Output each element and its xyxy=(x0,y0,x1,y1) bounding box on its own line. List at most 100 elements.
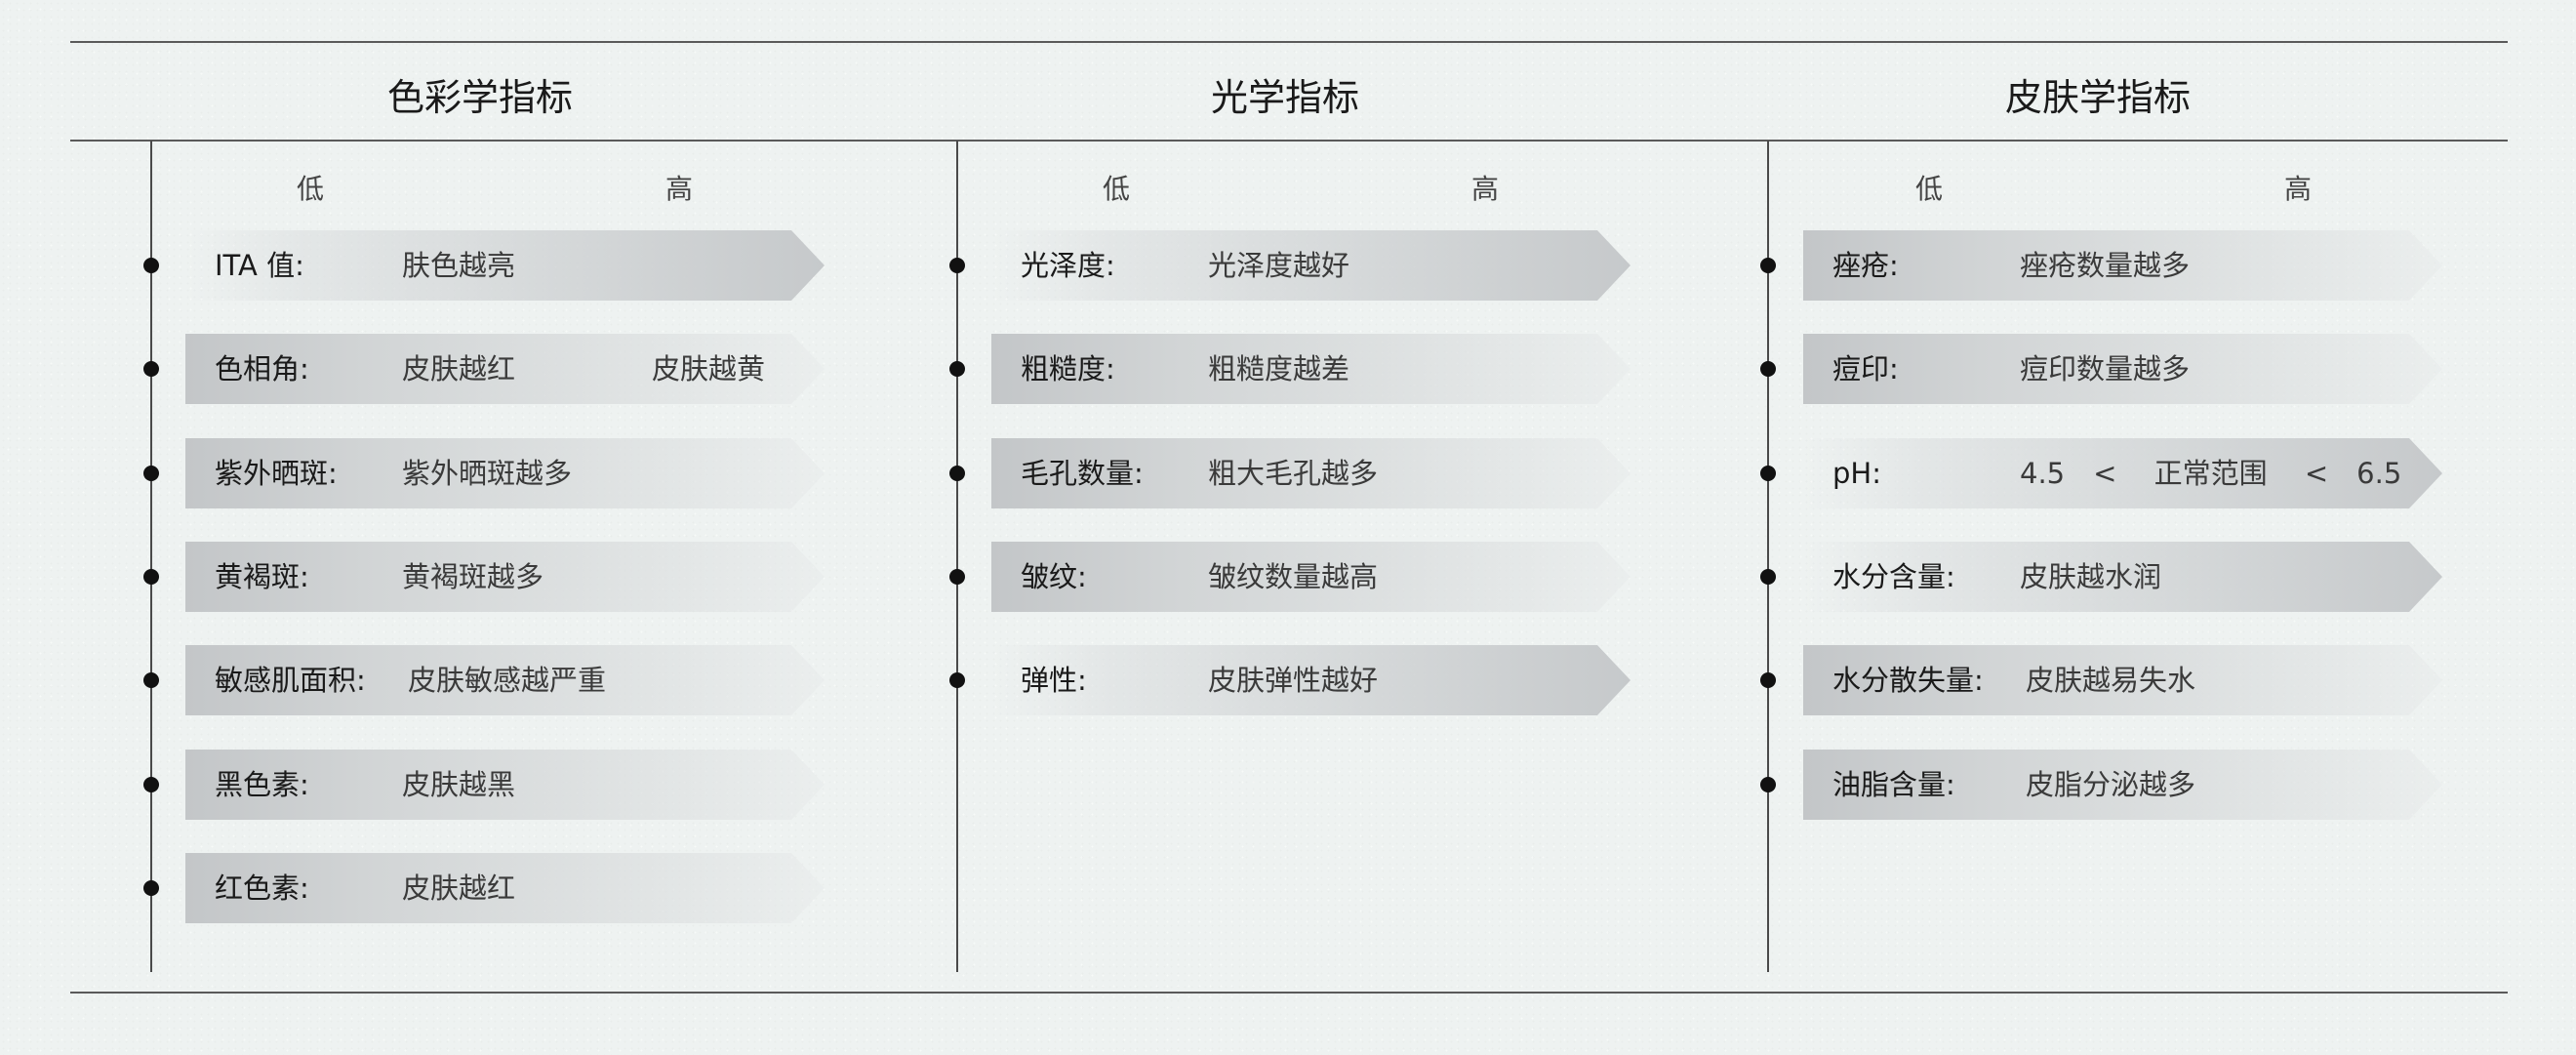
timeline-dot xyxy=(143,258,159,273)
indicator-description: 皮肤越黑 xyxy=(402,768,516,801)
indicator-description: 皮脂分泌越多 xyxy=(2026,768,2196,801)
gradient-arrow-bar xyxy=(991,438,1630,508)
timeline-dot xyxy=(1760,466,1776,481)
indicator-label: 痘印: xyxy=(1832,352,1899,385)
indicator-label: 黄褐斑: xyxy=(215,560,309,593)
gradient-arrow-bar xyxy=(1803,750,2442,820)
timeline-axis xyxy=(1767,141,1769,972)
indicator-row: 敏感肌面积: 皮肤敏感越严重 xyxy=(185,645,825,715)
column-title: 皮肤学指标 xyxy=(2004,76,2191,119)
indicator-label: pH: xyxy=(1832,457,1881,490)
gradient-arrow-bar xyxy=(991,645,1630,715)
scale-low-label: 低 xyxy=(1102,173,1131,205)
indicator-row: 油脂含量: 皮脂分泌越多 xyxy=(1803,750,2442,820)
timeline-dot xyxy=(1760,258,1776,273)
bottom-border-line xyxy=(70,992,2508,994)
indicator-row: 毛孔数量: 粗大毛孔越多 xyxy=(991,438,1630,508)
indicator-row: 皱纹:皱纹数量越高 xyxy=(991,542,1630,612)
indicator-description: 紫外晒斑越多 xyxy=(402,457,573,490)
indicator-row: 水分含量: 皮肤越水润 xyxy=(1803,542,2442,612)
top-border-line xyxy=(70,41,2508,43)
indicator-label: 毛孔数量: xyxy=(1021,457,1144,490)
indicator-description: 皮肤越水润 xyxy=(2020,560,2162,593)
gradient-arrow-bar xyxy=(1803,542,2442,612)
gradient-arrow-bar xyxy=(991,542,1630,612)
indicator-description: 粗糙度越差 xyxy=(1208,352,1350,385)
timeline-dot xyxy=(949,361,965,377)
timeline-dot xyxy=(949,466,965,481)
indicator-row: 色相角:皮肤越红皮肤越黄 xyxy=(185,334,825,404)
indicator-description: 痤疮数量越多 xyxy=(2020,249,2191,282)
timeline-dot xyxy=(143,672,159,688)
indicator-description: 皮肤敏感越严重 xyxy=(408,664,607,697)
indicator-row: 痘印: 痘印数量越多 xyxy=(1803,334,2442,404)
indicator-label: 油脂含量: xyxy=(1832,768,1955,801)
column-title: 光学指标 xyxy=(1210,76,1359,119)
gradient-arrow-bar xyxy=(185,645,825,715)
indicator-label: 水分散失量: xyxy=(1832,664,1984,697)
scale-low-label: 低 xyxy=(1914,173,1944,205)
indicator-row: 粗糙度: 粗糙度越差 xyxy=(991,334,1630,404)
indicator-row: ITA 值: 肤色越亮 xyxy=(185,230,825,301)
indicator-row: pH: 4.5 < 正常范围 < 6.5 xyxy=(1803,438,2442,508)
gradient-arrow-bar xyxy=(185,334,825,404)
gradient-arrow-bar xyxy=(1803,230,2442,301)
gradient-arrow-bar xyxy=(185,438,825,508)
indicator-row: 紫外晒斑: 紫外晒斑越多 xyxy=(185,438,825,508)
timeline-axis xyxy=(150,141,152,972)
timeline-dot xyxy=(143,777,159,792)
indicator-label: 红色素: xyxy=(215,872,309,905)
indicator-row: 红色素: 皮肤越红 xyxy=(185,853,825,923)
timeline-dot xyxy=(1760,672,1776,688)
gradient-arrow-bar xyxy=(991,334,1630,404)
timeline-dot xyxy=(143,569,159,585)
indicator-description: 皮肤越红 xyxy=(402,352,516,385)
timeline-dot xyxy=(143,361,159,377)
timeline-dot xyxy=(949,672,965,688)
gradient-arrow-bar xyxy=(1803,438,2442,508)
gradient-arrow-bar xyxy=(185,542,825,612)
timeline-dot xyxy=(949,569,965,585)
indicator-description: 皮肤越易失水 xyxy=(2026,664,2196,697)
indicator-label: 痤疮: xyxy=(1832,249,1899,282)
timeline-dot xyxy=(1760,569,1776,585)
indicator-description: 黄褐斑越多 xyxy=(402,560,544,593)
indicator-description: 粗大毛孔越多 xyxy=(1208,457,1379,490)
gradient-arrow-bar xyxy=(185,853,825,923)
indicator-row: 痤疮: 痤疮数量越多 xyxy=(1803,230,2442,301)
indicator-description: 肤色越亮 xyxy=(402,249,516,282)
column-title: 色彩学指标 xyxy=(386,76,573,119)
indicator-row: 弹性:皮肤弹性越好 xyxy=(991,645,1630,715)
indicator-label: ITA 值: xyxy=(215,249,304,282)
indicator-description: 4.5 < 正常范围 < 6.5 xyxy=(2020,457,2402,490)
timeline-dot xyxy=(1760,361,1776,377)
gradient-arrow-bar xyxy=(185,230,825,301)
scale-high-label: 高 xyxy=(2283,173,2313,205)
indicator-description: 光泽度越好 xyxy=(1208,249,1350,282)
timeline-dot xyxy=(143,880,159,896)
indicator-row: 黑色素: 皮肤越黑 xyxy=(185,750,825,820)
indicator-label: 粗糙度: xyxy=(1021,352,1115,385)
header-divider-line xyxy=(70,140,2508,142)
indicator-label: 皱纹: xyxy=(1021,560,1087,593)
indicator-description: 皮肤越红 xyxy=(402,872,516,905)
indicator-label: 黑色素: xyxy=(215,768,309,801)
timeline-dot xyxy=(1760,777,1776,792)
indicator-description: 痘印数量越多 xyxy=(2020,352,2191,385)
scale-low-label: 低 xyxy=(296,173,325,205)
indicator-row: 黄褐斑: 黄褐斑越多 xyxy=(185,542,825,612)
indicator-label: 紫外晒斑: xyxy=(215,457,338,490)
timeline-dot xyxy=(143,466,159,481)
timeline-dot xyxy=(949,258,965,273)
indicator-row: 水分散失量: 皮肤越易失水 xyxy=(1803,645,2442,715)
gradient-arrow-bar xyxy=(1803,334,2442,404)
indicator-label: 光泽度: xyxy=(1021,249,1115,282)
gradient-arrow-bar xyxy=(185,750,825,820)
indicator-row: 光泽度: 光泽度越好 xyxy=(991,230,1630,301)
scale-high-label: 高 xyxy=(664,173,694,205)
timeline-axis xyxy=(956,141,958,972)
indicator-label: 水分含量: xyxy=(1832,560,1955,593)
indicator-label: 敏感肌面积: xyxy=(215,664,366,697)
gradient-arrow-bar xyxy=(1803,645,2442,715)
indicator-description-high: 皮肤越黄 xyxy=(652,352,766,385)
